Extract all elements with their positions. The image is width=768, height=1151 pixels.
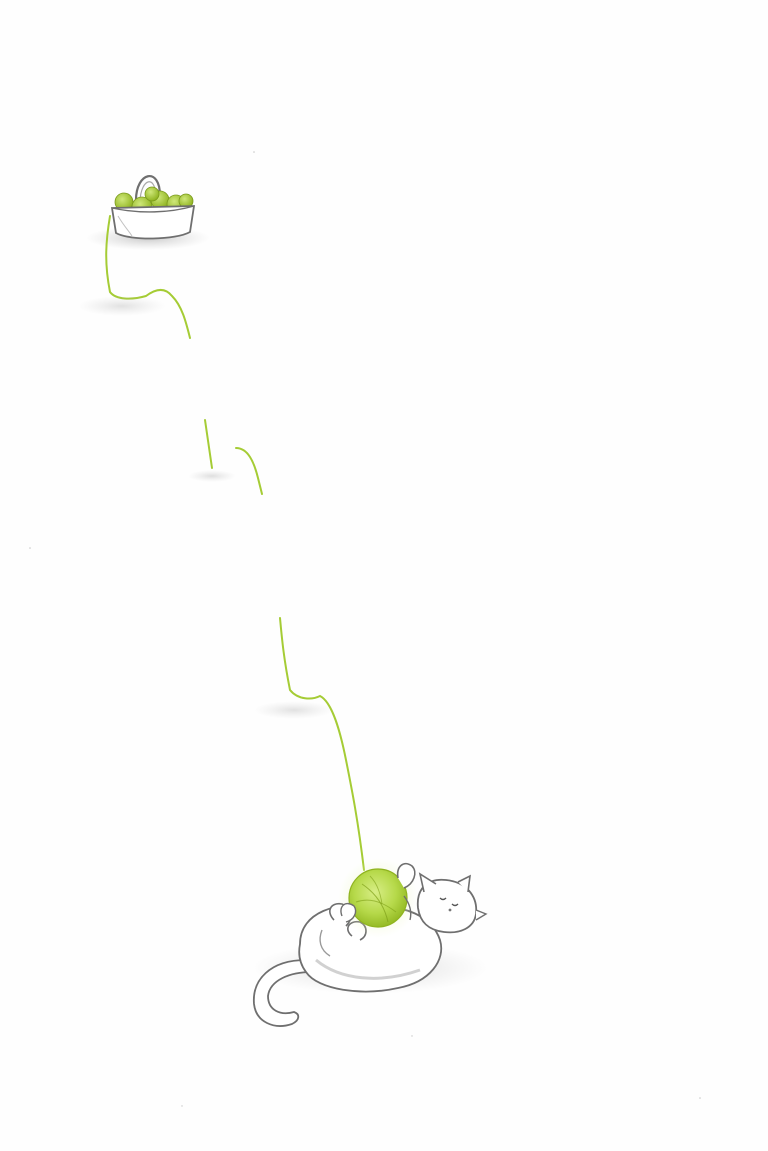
cat-paw bbox=[396, 862, 416, 889]
cat-head bbox=[416, 872, 488, 934]
floor-shadow bbox=[188, 470, 236, 482]
cat-eye bbox=[439, 897, 447, 901]
cat-nose bbox=[448, 908, 452, 912]
yarn-ball-icon bbox=[348, 868, 408, 928]
basket bbox=[86, 175, 210, 250]
cat-ear bbox=[418, 872, 437, 893]
basket-handle bbox=[134, 175, 162, 201]
paper-specks bbox=[29, 151, 701, 1107]
basket-body bbox=[110, 205, 196, 240]
cat-paw bbox=[340, 902, 357, 923]
yarn-segment-3 bbox=[235, 447, 263, 495]
cat bbox=[252, 858, 488, 1027]
yarn-segment-4 bbox=[279, 617, 365, 871]
floor-shadow bbox=[78, 296, 166, 316]
cat-tail bbox=[253, 959, 313, 1027]
cat-ear bbox=[457, 874, 471, 893]
cat-eye bbox=[451, 903, 459, 907]
yarn-segment-2 bbox=[204, 419, 213, 469]
yarn-ball-icon bbox=[144, 186, 160, 202]
floor-shadow bbox=[254, 701, 334, 719]
yarn-ball bbox=[348, 868, 408, 928]
yarn-strand bbox=[105, 215, 365, 871]
yarn-segment-1 bbox=[105, 215, 191, 339]
